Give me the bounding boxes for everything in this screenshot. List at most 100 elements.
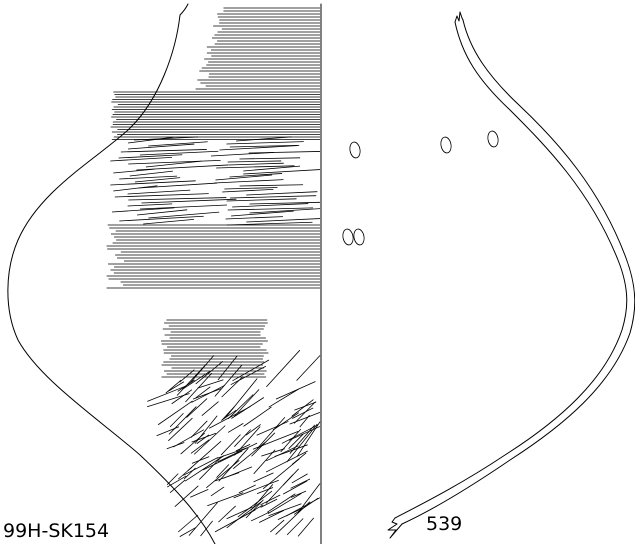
hatch-stroke xyxy=(190,420,208,438)
specimen-code-label: 99H-SK154 xyxy=(3,520,110,542)
hatch-stroke xyxy=(261,448,285,457)
cord-mark-hatching-middle xyxy=(106,136,321,289)
hatch-stroke xyxy=(231,397,265,419)
hatch-stroke xyxy=(233,479,279,499)
hatch-stroke xyxy=(190,439,210,454)
hatch-stroke xyxy=(239,184,304,187)
hatch-stroke xyxy=(185,372,213,403)
hatch-stroke xyxy=(193,425,226,455)
hatch-stroke xyxy=(166,473,179,485)
hatch-stroke xyxy=(246,218,321,223)
hatch-stroke xyxy=(228,162,284,166)
hatch-stroke xyxy=(174,485,199,507)
hatch-stroke xyxy=(292,407,314,419)
hatch-stroke xyxy=(168,406,197,435)
hatch-stroke xyxy=(118,154,183,159)
hatch-stroke xyxy=(297,517,315,537)
hatch-stroke xyxy=(166,475,187,488)
hatch-stroke xyxy=(234,389,260,417)
impression-mark xyxy=(440,136,452,154)
hatch-stroke xyxy=(280,428,302,453)
impression-mark xyxy=(487,130,499,148)
hatch-stroke xyxy=(156,426,180,437)
hatch-stroke xyxy=(167,381,185,392)
hatch-stroke xyxy=(114,193,209,198)
hatch-stroke xyxy=(224,187,278,190)
base-fracture-edge xyxy=(387,517,403,539)
hatch-stroke xyxy=(148,211,220,219)
hatch-stroke xyxy=(285,497,321,517)
hatch-stroke xyxy=(260,498,278,508)
hatch-stroke xyxy=(219,145,300,151)
hatch-stroke xyxy=(265,474,294,504)
hatch-stroke xyxy=(268,503,302,517)
hatch-stroke xyxy=(209,406,251,429)
hatch-stroke xyxy=(128,159,221,165)
rim-fracture-edge xyxy=(454,11,464,23)
hatch-stroke xyxy=(222,466,253,479)
vessel-section-outer-wall xyxy=(394,21,628,519)
hatch-stroke xyxy=(169,479,186,494)
hatch-stroke xyxy=(289,411,321,425)
hatch-stroke xyxy=(282,480,308,495)
hatch-stroke xyxy=(110,156,172,162)
hatch-stroke xyxy=(176,363,207,396)
hatch-stroke xyxy=(227,423,244,433)
hatch-stroke xyxy=(218,505,236,523)
hatch-stroke xyxy=(148,141,208,147)
hatch-stroke xyxy=(139,150,219,156)
hatch-stroke xyxy=(260,494,281,506)
hatch-stroke xyxy=(253,449,276,475)
hatch-stroke xyxy=(187,440,222,471)
hatch-stroke xyxy=(127,136,174,144)
hatch-stroke xyxy=(128,197,227,201)
hatch-stroke xyxy=(183,457,219,476)
hatch-stroke xyxy=(177,379,195,392)
hatch-stroke xyxy=(229,195,317,199)
hatch-stroke xyxy=(286,518,304,536)
hatch-stroke xyxy=(182,370,211,390)
impression-mark xyxy=(342,228,354,246)
hatch-stroke xyxy=(137,209,188,216)
hatch-stroke xyxy=(141,198,237,204)
hatch-stroke xyxy=(195,361,224,385)
hatch-stroke xyxy=(259,510,285,523)
hatch-stroke xyxy=(288,433,304,450)
hatch-stroke xyxy=(143,218,194,225)
hatch-stroke xyxy=(145,160,202,168)
hatch-stroke xyxy=(296,355,321,381)
hatch-stroke xyxy=(119,215,204,222)
hatch-stroke xyxy=(294,401,317,411)
hatch-stroke xyxy=(198,457,221,480)
hatch-stroke xyxy=(288,426,321,441)
hatch-stroke xyxy=(232,359,270,382)
hatch-stroke xyxy=(267,493,302,514)
hatch-stroke xyxy=(127,189,191,195)
hatch-stroke xyxy=(127,203,173,207)
hatch-stroke xyxy=(291,473,308,484)
hatch-stroke xyxy=(225,216,283,220)
hatch-stroke xyxy=(197,379,224,389)
hatch-stroke xyxy=(194,415,218,444)
hatch-stroke xyxy=(110,180,196,186)
hatch-stroke xyxy=(169,412,184,428)
hatch-stroke xyxy=(289,424,316,454)
hatch-stroke xyxy=(229,144,298,148)
hatch-stroke xyxy=(166,442,185,450)
hatch-stroke xyxy=(140,204,227,210)
hatch-stroke xyxy=(188,502,218,536)
hatch-stroke xyxy=(243,169,321,175)
hatch-stroke xyxy=(250,511,270,522)
hatch-stroke xyxy=(267,493,296,513)
hatch-stroke xyxy=(220,434,241,456)
hatch-stroke xyxy=(195,386,211,399)
hatch-stroke xyxy=(274,444,308,457)
hatch-stroke xyxy=(272,412,300,431)
hatch-stroke xyxy=(113,185,158,192)
hatch-stroke xyxy=(245,424,261,436)
hatch-stroke xyxy=(246,191,318,196)
hatch-stroke xyxy=(129,170,173,177)
hatch-stroke xyxy=(226,198,297,202)
hatch-stroke xyxy=(179,369,195,383)
